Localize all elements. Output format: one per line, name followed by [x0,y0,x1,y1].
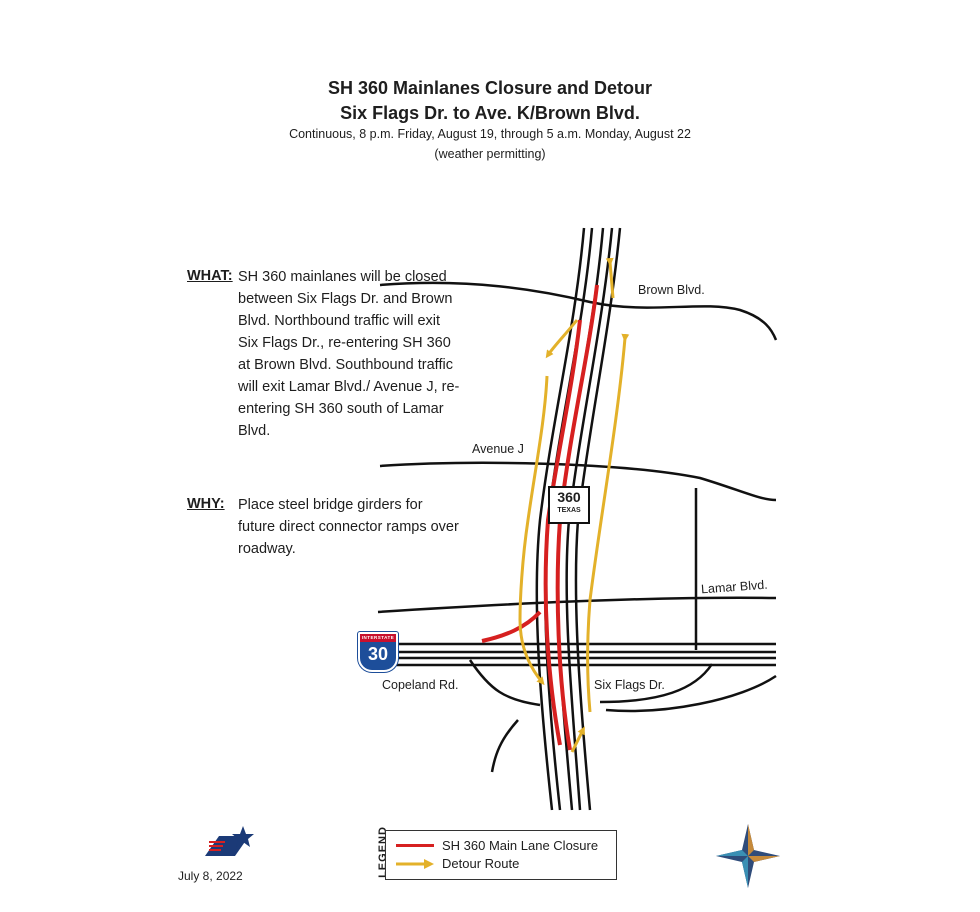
what-description: SH 360 mainlanes will be closed between … [238,269,460,439]
copeland-rd-road [468,659,541,707]
six-flags-dr-label: Six Flags Dr. [594,678,665,692]
i30-shield-number: 30 [367,644,389,664]
what-label: WHAT: [187,268,233,284]
sh360-shield-state: TEXAS [557,507,581,514]
weather-note: (weather permitting) [434,147,546,161]
page-subtitle: Six Flags Dr. to Ave. K/Brown Blvd. [340,103,640,123]
txdot-logo [205,826,254,856]
avenue-j-road [379,461,777,502]
i30-route-shield: INTERSTATE 30 [358,632,398,672]
legend-closure-label: SH 360 Main Lane Closure [442,838,599,853]
page-title: SH 360 Mainlanes Closure and Detour [327,78,653,98]
i30-shield-banner: INTERSTATE [360,634,396,642]
legend-detour-label: Detour Route [442,856,520,871]
closure-swatch [396,844,434,847]
legend-item-detour: Detour Route [396,856,519,871]
brown-blvd-road [379,281,778,341]
why-label: WHY: [187,496,225,512]
legend-item-closure: SH 360 Main Lane Closure [396,838,598,853]
map-date: July 8, 2022 [178,869,243,883]
detour-route-lines [518,257,630,753]
sh360-shield-number: 360 [557,489,581,505]
brown-blvd-label: Brown Blvd. [638,283,705,297]
detour-arrow-icon [396,858,434,869]
legend: SH 360 Main Lane Closure Detour Route [385,830,617,880]
avenue-j-label: Avenue J [472,442,524,456]
six-flags-dr-road-2 [605,674,777,713]
i30-freeway [390,642,776,667]
cross-streets [377,281,778,773]
lamar-blvd-road [377,596,777,614]
why-description: Place steel bridge girders for future di… [238,497,459,557]
copeland-rd-label: Copeland Rd. [382,678,459,692]
six-flags-dr-road [599,663,714,704]
copeland-rd-road-2 [490,719,519,773]
compass-star-icon [716,824,780,888]
closure-schedule: Continuous, 8 p.m. Friday, August 19, th… [289,127,691,141]
sh360-route-shield: 360 TEXAS [548,486,590,524]
